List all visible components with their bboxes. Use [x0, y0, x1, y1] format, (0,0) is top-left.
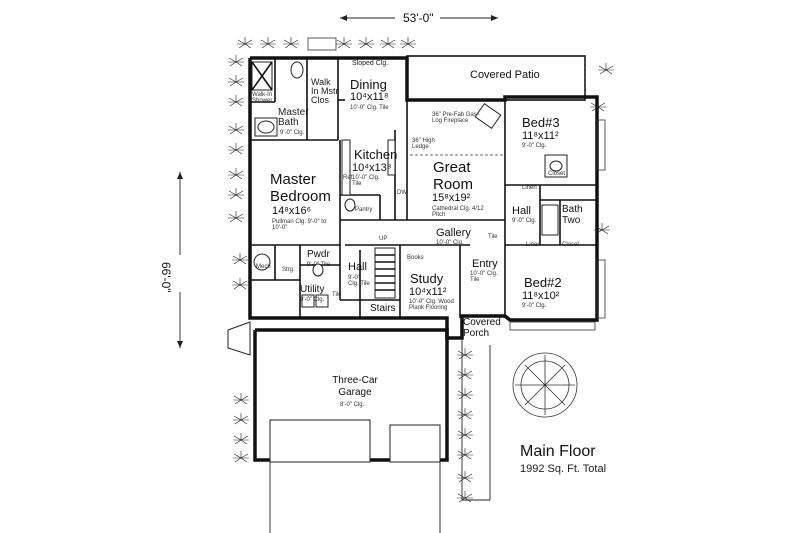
kitchen-size: 10⁴x13⁸ — [352, 162, 392, 174]
bed3-linen-label: Linen — [522, 185, 537, 191]
caption-title: Main Floor — [520, 443, 596, 460]
shrub-row-walkway — [457, 348, 473, 503]
walkin-closet-label: Walk In Mstr Clos — [311, 77, 339, 105]
ledge-label: 36" High Ledge — [412, 138, 435, 150]
bath-two-label: Bath Two — [562, 204, 583, 226]
fixtures — [251, 61, 568, 308]
master-bedroom-label: Master Bedroom — [270, 171, 331, 205]
storage-label: Strg. — [282, 267, 295, 273]
gallery-tile: Tile — [488, 234, 498, 240]
bed2-label: Bed#2 — [524, 275, 562, 290]
great-room-label: Great Room — [433, 159, 474, 193]
hall-left-label: Hall — [348, 261, 367, 273]
great-room-notes: Cathedral Clg. 4/12 Pitch — [432, 206, 484, 218]
dining-label: Dining — [350, 77, 387, 92]
stairs-label: Stairs — [370, 303, 396, 314]
fireplace-label: 36" Pre-Fab Gas-Log Fireplace — [432, 112, 479, 124]
bed2-notes: 9'-0" Clg. — [522, 303, 547, 309]
garage-walls — [227, 321, 449, 533]
bed3-notes: 9'-0" Clg. — [522, 143, 547, 149]
utility-notes: 9'-0" Clg. — [300, 297, 325, 303]
kitchen-notes: 10'-0" Clg. Tile — [352, 175, 380, 187]
master-bedroom-notes: Pullman Clg. 9'-0" to 10'-0" — [272, 219, 327, 231]
tree-symbol — [512, 352, 578, 418]
shrub-row-top — [237, 37, 416, 51]
bed2-size: 11⁸x10² — [522, 290, 560, 302]
covered-patio-label: Covered Patio — [470, 69, 540, 81]
garage-notes: 8'-0" Clg. — [340, 402, 365, 408]
depth-dimension-line — [177, 172, 183, 348]
study-size: 10⁴x11² — [409, 286, 447, 298]
bed3-label: Bed#3 — [522, 115, 560, 130]
entry-notes: 10'-0" Clg. Tile — [470, 271, 498, 283]
hall-right-label: Hall — [512, 205, 531, 217]
width-dimension-label: 53'-0" — [403, 11, 434, 25]
gallery-label: Gallery — [436, 227, 471, 239]
utility-label: Utility — [300, 284, 325, 295]
garage-label: Three-Car Garage — [332, 375, 378, 398]
great-room-size: 15⁸x19² — [432, 192, 471, 204]
utility-tile: Tile — [332, 292, 342, 298]
hall-right-closet-label: Closet — [562, 242, 580, 248]
shrub-row-left — [228, 55, 249, 463]
entry-walkway — [461, 340, 491, 501]
master-bedroom-size: 14⁸x16⁶ — [272, 205, 312, 217]
dining-sloped-clg: Sloped Clg. — [352, 60, 389, 67]
dishwasher-label: DW — [397, 190, 407, 196]
study-notes: 10'-0" Clg. Wood Plank Flooring — [409, 299, 454, 311]
kitchen-label: Kitchen — [354, 147, 398, 162]
stair-treads — [374, 247, 396, 299]
study-label: Study — [410, 271, 444, 286]
dining-size: 10⁴x11⁸ — [350, 91, 389, 103]
master-bath-label: Master Bath — [278, 107, 309, 128]
bed3-closet-label: Closet — [548, 171, 566, 177]
hall-left-notes: 9'-0" Clg. Tile — [348, 275, 370, 287]
covered-porch-label: Covered Porch — [463, 317, 501, 339]
powder-label: Pwdr — [307, 249, 330, 260]
hall-right-notes: 9'-0" Clg. — [512, 218, 537, 224]
master-bath-notes: 9'-0" Clg. — [280, 130, 305, 136]
caption-subtitle: 1992 Sq. Ft. Total — [520, 463, 607, 475]
study-books-label: Books — [407, 255, 424, 261]
pantry-label: Pantry — [355, 207, 373, 213]
shrub-row-right — [509, 63, 614, 331]
hall-right-linen-label: Linen — [526, 242, 541, 248]
entry-label: Entry — [472, 258, 498, 270]
dining-notes: 10'-0" Clg. Tile — [350, 105, 389, 111]
refrigerator-label: Ref — [343, 175, 353, 181]
depth-dimension-label: 66'-0" — [159, 262, 173, 293]
bed3-size: 11⁸x11² — [522, 130, 559, 142]
powder-notes: 9'-0" Tile — [307, 262, 330, 268]
mech-label: Mech — [256, 264, 271, 270]
width-dimension-line — [340, 15, 498, 21]
house-outer-walls — [248, 56, 599, 340]
stairs-up-label: UP — [379, 236, 388, 242]
gallery-notes: 10'-0" Clg. — [436, 240, 464, 246]
walkin-shower-label: Walk-In Shower — [252, 92, 273, 104]
